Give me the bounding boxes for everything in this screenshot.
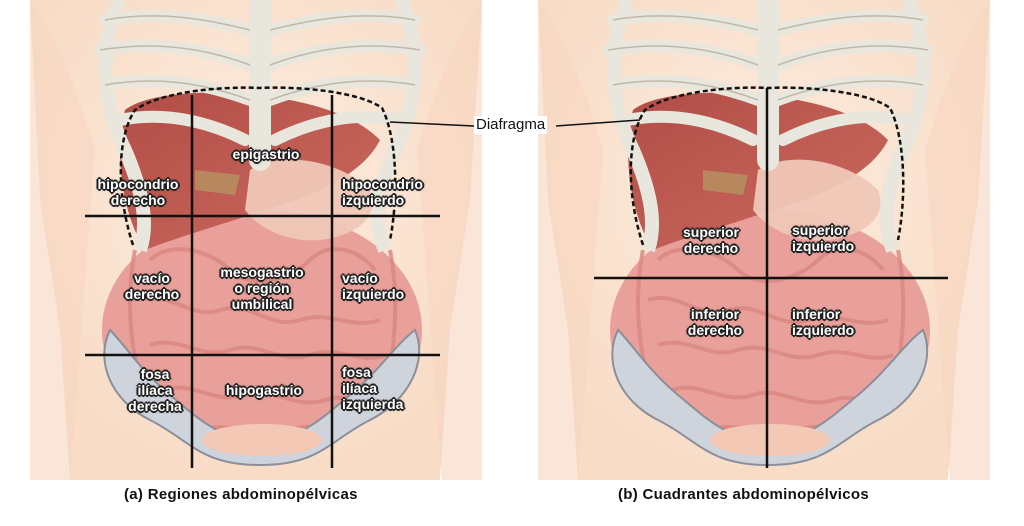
label-fosa-iliaca-izquierda: fosa ilíaca izquierda: [342, 364, 404, 412]
label-vacio-derecho: vacío derecho: [124, 270, 180, 302]
diaphragm-callout-label: Diafragma: [474, 116, 548, 134]
caption-panel-a: (a) Regiones abdominopélvicas: [124, 486, 358, 503]
panel-b-body: [538, 0, 990, 480]
region-grid-lines: [85, 95, 440, 468]
label-superior-derecho: superior derecho: [682, 224, 739, 256]
label-epigastrio: epigastrio: [232, 146, 300, 162]
label-fosa-iliaca-derecha: fosa ilíaca derecha: [128, 366, 182, 414]
label-vacio-izquierdo: vacío izquierdo: [342, 270, 405, 302]
label-superior-izquierdo: superior izquierdo: [792, 222, 855, 254]
label-hipocondrio-derecho: hipocondrio derecho: [97, 176, 179, 208]
panel-a-body: [0, 0, 512, 480]
label-hipocondrio-izquierdo: hipocondrio izquierdo: [342, 176, 423, 208]
diaphragm-leader-lines: [389, 119, 641, 127]
quadrant-grid-lines: [594, 88, 948, 468]
label-mesogastrio: mesogastrio o región umbilical: [220, 264, 304, 312]
label-inferior-derecho: inferior derecho: [687, 306, 743, 338]
label-inferior-izquierdo: inferior izquierdo: [792, 306, 855, 338]
label-hipogastrio: hipogastrio: [225, 382, 303, 398]
caption-panel-b: (b) Cuadrantes abdominopélvicos: [618, 486, 869, 503]
